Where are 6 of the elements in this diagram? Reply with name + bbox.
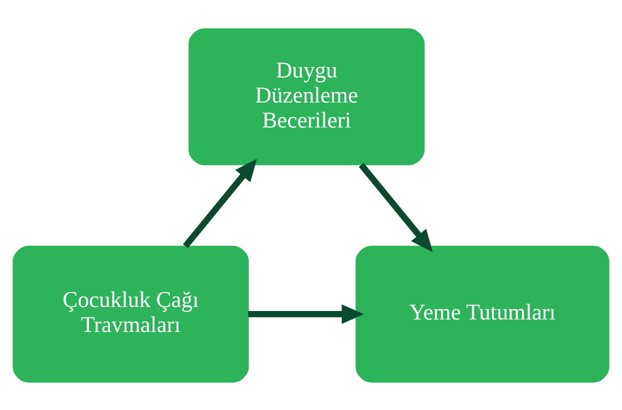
arrow	[248, 304, 364, 324]
node-box: Yeme Tutumları	[356, 245, 610, 382]
arrow	[358, 162, 433, 252]
arrow	[182, 158, 257, 248]
node-box: Çocukluk Çağı Travmaları	[12, 245, 249, 382]
node-box: Duygu Düzenleme Becerileri	[188, 28, 425, 165]
